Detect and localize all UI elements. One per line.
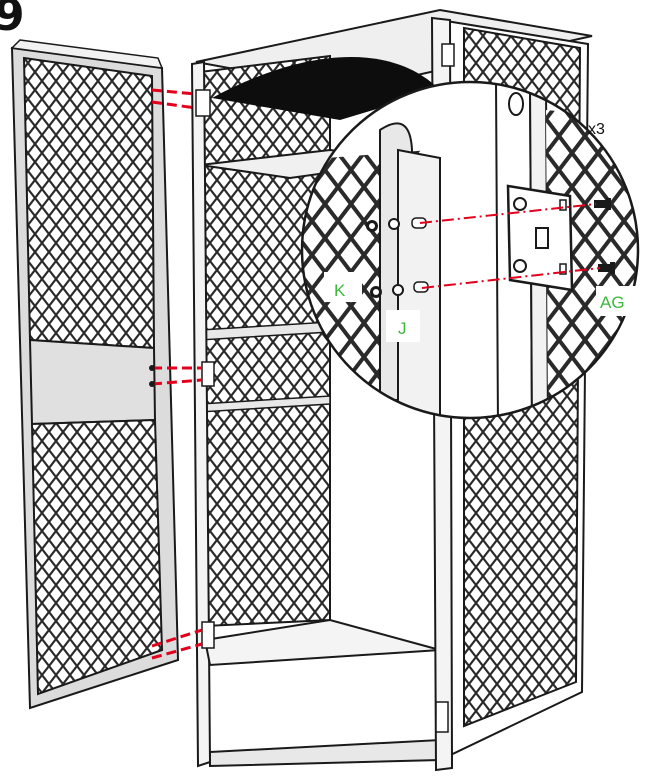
hinge-icon — [195, 89, 215, 649]
detail-callout: x3 K J AG — [300, 80, 640, 420]
screw-icon — [594, 198, 615, 274]
label-k: K — [334, 281, 346, 300]
nut-icon — [366, 217, 429, 298]
label-ag: AG — [600, 293, 625, 312]
step-number: 9 — [0, 0, 25, 41]
label-quantity: x3 — [588, 121, 605, 138]
door — [10, 39, 180, 710]
screw-icon — [149, 365, 155, 387]
callout-pointer — [212, 56, 440, 120]
label-j: J — [398, 319, 407, 338]
alignment-lines — [151, 88, 203, 660]
